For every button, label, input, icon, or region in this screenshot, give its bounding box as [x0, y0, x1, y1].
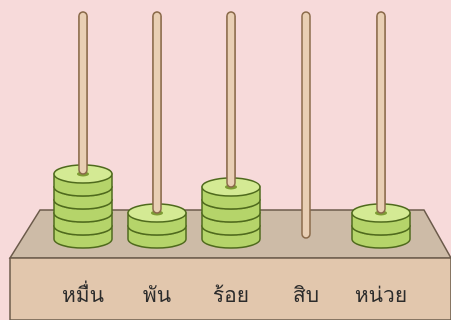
- rod-ones-upper: [376, 11, 386, 214]
- rod-ten-thousands-upper: [78, 11, 88, 175]
- rod-thousands-upper: [152, 11, 162, 214]
- rod-hundreds-upper: [226, 11, 236, 188]
- bead: [351, 203, 411, 236]
- place-label-ones: หน่วย: [354, 283, 408, 307]
- place-label-ten-thousands: หมื่น: [61, 283, 105, 307]
- rod-tens: [301, 11, 311, 239]
- rod-thousands: [127, 11, 187, 249]
- rod-tens-bar: [301, 11, 311, 239]
- abacus-base: [8, 209, 451, 320]
- rod-hundreds: [201, 11, 261, 249]
- rod-ten-thousands: [53, 11, 113, 249]
- base-front-panel: [9, 257, 451, 320]
- place-label-hundreds: ร้อย: [212, 283, 250, 307]
- abacus-rods: [53, 11, 411, 249]
- place-label-thousands: พัน: [142, 283, 172, 307]
- rod-ones: [351, 11, 411, 249]
- place-label-tens: สิบ: [292, 283, 320, 307]
